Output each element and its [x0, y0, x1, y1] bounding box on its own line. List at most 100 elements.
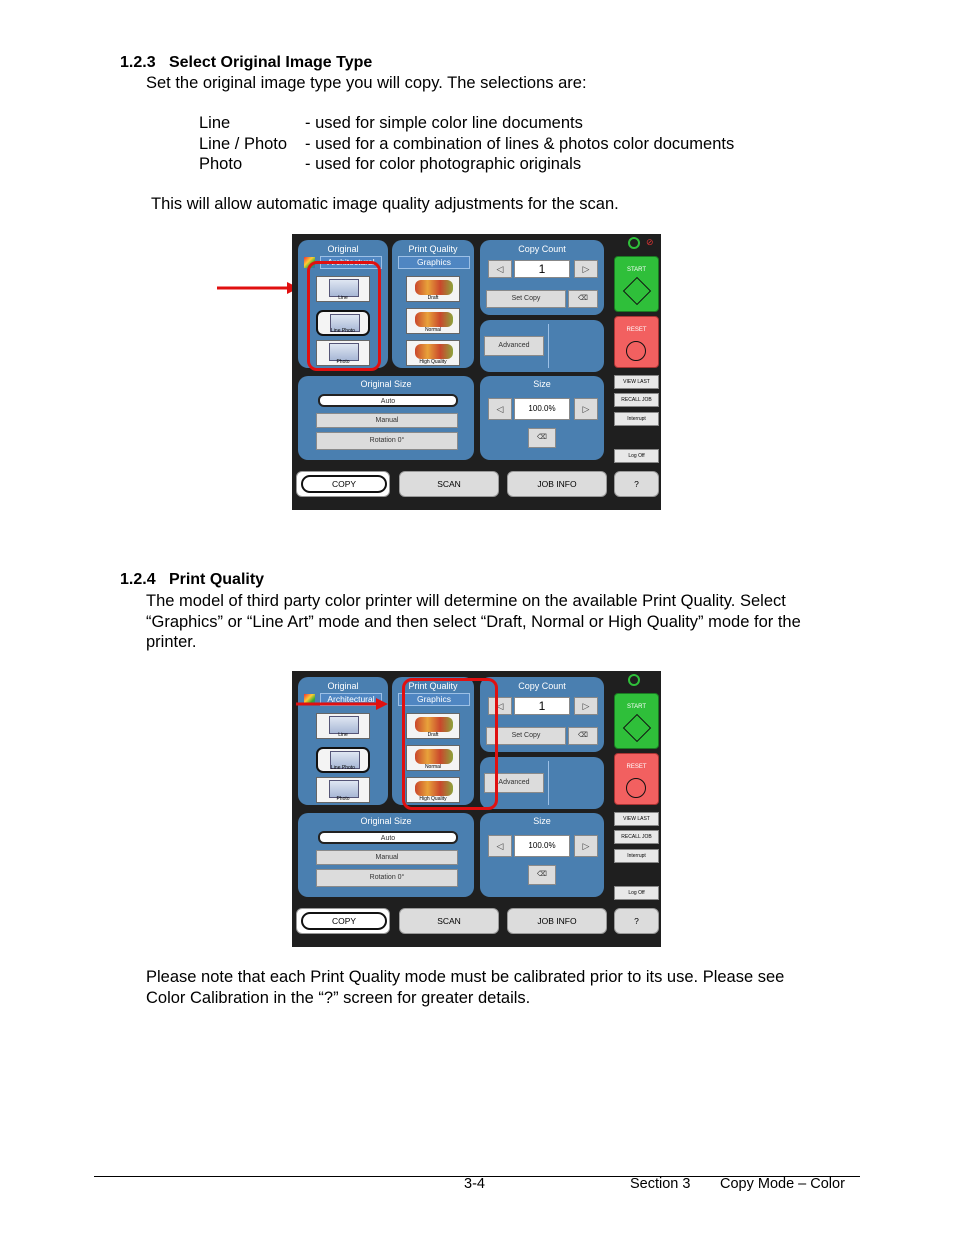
log-off-button[interactable]: Log Off [614, 886, 659, 900]
thumb-label: Normal [424, 764, 442, 770]
tab-job-info[interactable]: JOB INFO [507, 908, 607, 934]
clear-count-button[interactable]: ⌫ [568, 290, 598, 308]
log-off-button[interactable]: Log Off [614, 449, 659, 463]
thumb-draft[interactable]: Draft [406, 276, 460, 302]
thumb-label: Draft [427, 295, 439, 301]
thumb-label: Normal [424, 327, 442, 333]
paragraph-line: “Graphics” or “Line Art” mode and then s… [146, 612, 801, 631]
advanced-button[interactable]: Advanced [484, 773, 544, 793]
copy-count-title: Copy Count [518, 681, 566, 691]
copy-screen-screenshot-1: Original Architectural Line Line Photo P… [292, 234, 661, 510]
thumb-draft[interactable]: Draft [406, 713, 460, 739]
thumb-label: High Quality [419, 359, 447, 365]
increase-size-button[interactable]: ▷ [574, 835, 598, 857]
thumb-line[interactable]: Line [316, 276, 370, 302]
original-title: Original [327, 681, 359, 691]
increase-size-button[interactable]: ▷ [574, 398, 598, 420]
stop-icon [626, 778, 646, 798]
advanced-button[interactable]: Advanced [484, 336, 544, 356]
fruit-icon [415, 717, 453, 732]
thumb-label: Line Photo [331, 328, 355, 334]
clear-size-button[interactable]: ⌫ [528, 428, 556, 448]
interrupt-button[interactable]: Interrupt [614, 849, 659, 863]
copy-count-panel: Copy Count ◁ 1 ▷ Set Copy ⌫ [480, 240, 604, 315]
decrease-size-button[interactable]: ◁ [488, 398, 512, 420]
advanced-panel: Advanced [480, 320, 604, 372]
rotation-button[interactable]: Rotation 0° [316, 432, 458, 450]
print-quality-field[interactable]: Graphics [398, 256, 470, 269]
copy-count-value[interactable]: 1 [514, 260, 570, 278]
decrease-count-button[interactable]: ◁ [488, 260, 512, 278]
copy-count-panel: Copy Count ◁ 1 ▷ Set Copy ⌫ [480, 677, 604, 752]
tab-help[interactable]: ? [614, 908, 659, 934]
manual-size-option[interactable]: Manual [316, 413, 458, 428]
house-icon [330, 751, 360, 769]
tab-copy[interactable]: COPY [296, 908, 390, 934]
auto-size-option[interactable]: Auto [318, 831, 458, 844]
section-title: Select Original Image Type [168, 54, 373, 71]
reset-button[interactable]: RESET [614, 753, 659, 805]
note-line: Please note that each Print Quality mode… [146, 968, 785, 986]
print-quality-paragraph: The model of third party color printer w… [146, 591, 866, 653]
thumb-normal[interactable]: Normal [406, 308, 460, 334]
start-button[interactable]: START [614, 693, 659, 749]
size-value[interactable]: 100.0% [514, 398, 570, 420]
decrease-size-button[interactable]: ◁ [488, 835, 512, 857]
rotation-button[interactable]: Rotation 0° [316, 869, 458, 887]
type-name: Photo [199, 155, 243, 173]
thumb-normal[interactable]: Normal [406, 745, 460, 771]
section-title: Print Quality [168, 571, 265, 588]
start-diamond-icon [622, 713, 652, 743]
print-quality-title: Print Quality [408, 681, 458, 691]
thumb-line[interactable]: Line [316, 713, 370, 739]
recall-job-button[interactable]: RECALL JOB [614, 830, 659, 844]
print-quality-field[interactable]: Graphics [398, 693, 470, 706]
clear-size-button[interactable]: ⌫ [528, 865, 556, 885]
house-icon [329, 716, 359, 734]
thumb-label: Photo [336, 359, 350, 365]
original-size-title: Original Size [360, 816, 412, 826]
increase-count-button[interactable]: ▷ [574, 260, 598, 278]
print-quality-title: Print Quality [408, 244, 458, 254]
thumb-high-quality[interactable]: High Quality [406, 340, 460, 366]
highlight-print-quality [402, 678, 498, 810]
clear-count-button[interactable]: ⌫ [568, 727, 598, 745]
set-copy-button[interactable]: Set Copy [486, 727, 566, 745]
tab-job-info[interactable]: JOB INFO [507, 471, 607, 497]
tab-scan[interactable]: SCAN [399, 471, 499, 497]
section-number: 1.2.4 [120, 571, 156, 588]
thumb-photo[interactable]: Photo [316, 340, 370, 366]
manual-size-option[interactable]: Manual [316, 850, 458, 865]
type-name: Line / Photo [199, 135, 288, 153]
house-icon [329, 780, 359, 798]
original-size-title: Original Size [360, 379, 412, 389]
reset-button[interactable]: RESET [614, 316, 659, 368]
recall-job-button[interactable]: RECALL JOB [614, 393, 659, 407]
thumb-line-photo[interactable]: Line Photo [316, 747, 370, 773]
copy-count-value[interactable]: 1 [514, 697, 570, 715]
view-last-button[interactable]: VIEW LAST [614, 375, 659, 389]
house-icon [330, 314, 360, 332]
original-size-panel: Original Size Auto Manual Rotation 0° [298, 376, 474, 460]
tab-scan[interactable]: SCAN [399, 908, 499, 934]
page-number: 3-4 [464, 1176, 485, 1192]
power-icon [628, 674, 640, 686]
tab-help[interactable]: ? [614, 471, 659, 497]
increase-count-button[interactable]: ▷ [574, 697, 598, 715]
size-panel: Size ◁ 100.0% ▷ ⌫ [480, 376, 604, 460]
tab-copy[interactable]: COPY [296, 471, 390, 497]
thumb-high-quality[interactable]: High Quality [406, 777, 460, 803]
thumb-line-photo[interactable]: Line Photo [316, 310, 370, 336]
tab-copy-label: COPY [301, 475, 387, 493]
auto-size-option[interactable]: Auto [318, 394, 458, 407]
size-value[interactable]: 100.0% [514, 835, 570, 857]
stop-icon [626, 341, 646, 361]
set-copy-button[interactable]: Set Copy [486, 290, 566, 308]
type-desc: - used for a combination of lines & phot… [305, 135, 735, 153]
interrupt-button[interactable]: Interrupt [614, 412, 659, 426]
start-button[interactable]: START [614, 256, 659, 312]
type-desc: - used for color photographic originals [305, 155, 582, 173]
decrease-count-button[interactable]: ◁ [488, 697, 512, 715]
thumb-photo[interactable]: Photo [316, 777, 370, 803]
view-last-button[interactable]: VIEW LAST [614, 812, 659, 826]
